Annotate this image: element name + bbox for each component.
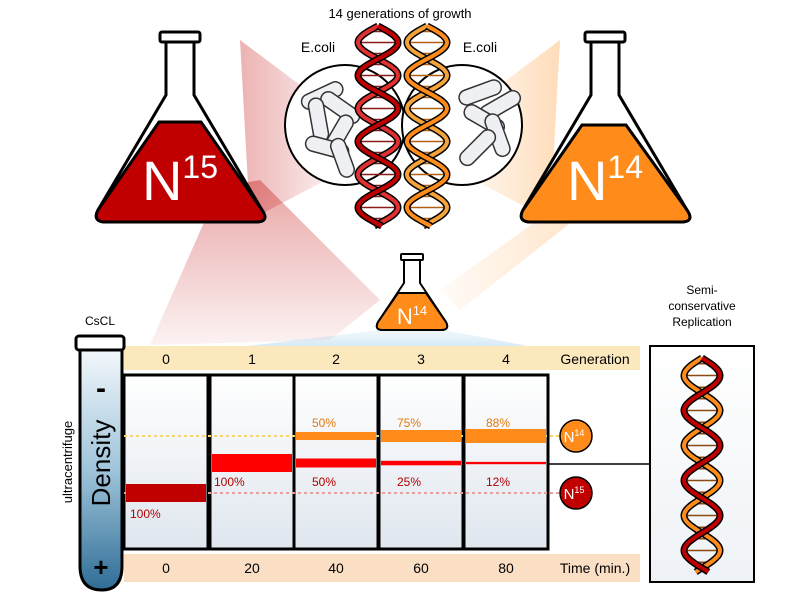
helix-strand	[681, 356, 723, 574]
density-axis-label: Density	[86, 420, 116, 507]
center-flask-projection	[215, 330, 548, 350]
upper-percent-gen3: 75%	[397, 416, 421, 430]
density-minus-sign: -	[96, 372, 106, 405]
time-values: 0 20 40 60 80	[162, 560, 514, 576]
density-panel	[122, 373, 210, 551]
ultracentrifuge-label: ultracentrifuge	[60, 421, 75, 503]
hybrid-band	[466, 461, 546, 465]
lower-percent-gen3: 25%	[397, 475, 421, 489]
generation-label: Generation	[560, 351, 629, 367]
helix-strand	[355, 24, 401, 228]
n14-dna-helix	[403, 22, 451, 230]
generation-band	[124, 346, 640, 370]
center-flask-label: N14	[397, 303, 427, 329]
generation-value: 4	[502, 351, 510, 367]
lower-percent-gen1: 100%	[214, 475, 245, 489]
upper-percent-gen2: 50%	[312, 416, 336, 430]
n14-band	[296, 432, 376, 440]
lower-percent-gen0: 100%	[130, 507, 161, 521]
right-ecoli-label: E.coli	[463, 39, 497, 55]
lower-percent-gen2: 50%	[312, 475, 336, 489]
time-label: Time (min.)	[560, 560, 630, 576]
center-n14-flask: N14	[375, 253, 449, 331]
n15-band	[126, 484, 206, 502]
density-plus-sign: +	[93, 552, 108, 582]
time-band	[124, 554, 640, 582]
time-value: 40	[328, 560, 344, 576]
generation-value: 3	[417, 351, 425, 367]
n14-flask: N14	[519, 30, 692, 224]
growth-title: 14 generations of growth	[328, 6, 471, 21]
time-value: 0	[162, 560, 170, 576]
replication-title-line3: Replication	[672, 315, 731, 329]
n14-marker: N14	[559, 419, 593, 453]
generation-value: 1	[248, 351, 256, 367]
n15-flask: N15	[94, 30, 267, 224]
n15-dna-helix	[354, 22, 402, 230]
hybrid-band	[212, 454, 292, 472]
n15-marker-label: N15	[564, 485, 585, 503]
upper-percent-gen4: 88%	[486, 416, 510, 430]
time-value: 80	[498, 560, 514, 576]
semi-conservative-replication: Semi- conservative Replication	[649, 283, 755, 583]
cscl-label: CsCL	[85, 314, 115, 328]
generation-values: 0 1 2 3 4	[162, 351, 510, 367]
lower-percent-gen4: 12%	[486, 475, 510, 489]
left-ecoli-label: E.coli	[301, 39, 335, 55]
n14-marker-label: N14	[564, 428, 585, 446]
hybrid-band	[381, 460, 461, 466]
helix-strand	[404, 24, 450, 228]
n15-marker: N15	[559, 476, 593, 510]
generation-value: 2	[332, 351, 340, 367]
centrifuge-tube: - + Density	[74, 334, 126, 592]
time-value: 20	[244, 560, 260, 576]
n15-flask-label: N15	[142, 149, 218, 212]
n14-band	[466, 429, 546, 443]
time-value: 60	[413, 560, 429, 576]
generation-value: 0	[162, 351, 170, 367]
hybrid-dna-helix	[680, 355, 724, 575]
replication-title-line1: Semi-	[686, 283, 717, 297]
n14-flask-label: N14	[567, 149, 643, 212]
percentage-labels: 100% 100% 50% 50% 75% 25% 88% 12%	[130, 416, 510, 521]
dna-bands	[126, 429, 546, 502]
n14-band	[381, 430, 461, 442]
hybrid-band	[296, 458, 376, 468]
replication-title-line2: conservative	[668, 299, 736, 313]
